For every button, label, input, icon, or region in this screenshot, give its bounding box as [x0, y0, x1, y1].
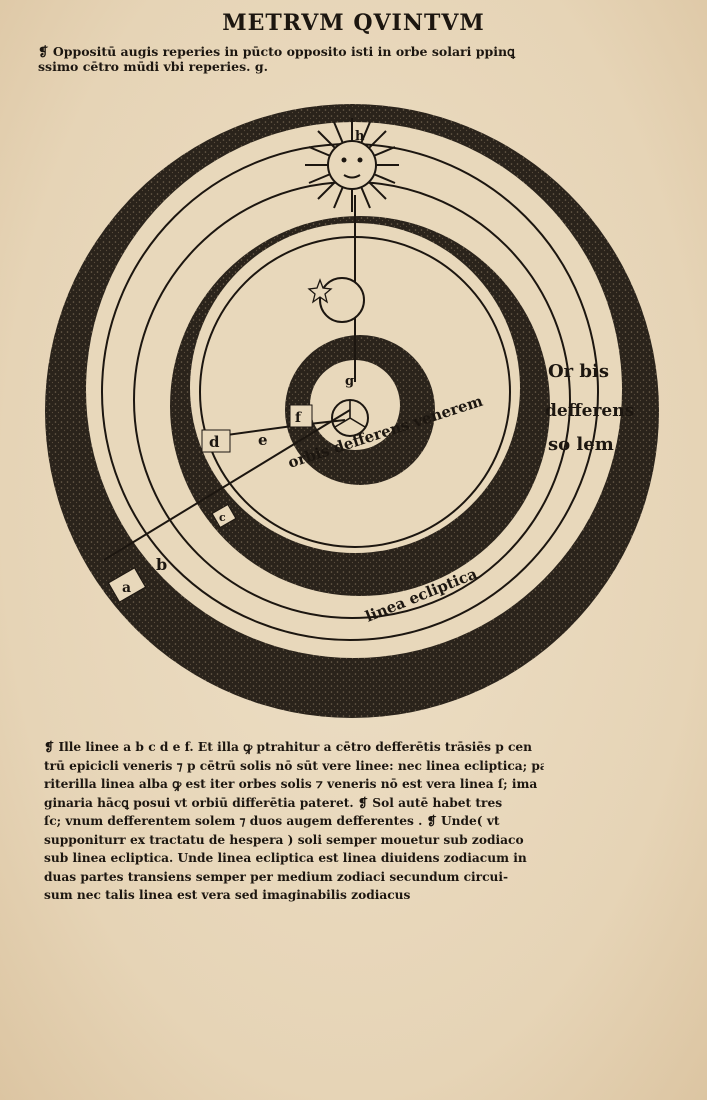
label-g: g — [345, 374, 354, 389]
body-line: trū epicicli veneris ⁊ p cētrū solis nō … — [44, 758, 544, 773]
body-line: duas partes transiens semper per medium … — [44, 869, 509, 884]
label-h: h — [355, 129, 365, 144]
intro-line: ssimo cētro mūdi vbi reperies. g. — [38, 59, 268, 74]
label-b: b — [156, 555, 167, 574]
body-text: ❡ Ille linee a b c d e f. Et illa ꝙ ptra… — [44, 738, 544, 905]
label-a: a — [122, 580, 131, 596]
label-sun-orbit-1: Or bis — [548, 361, 609, 382]
sun-icon — [305, 118, 399, 212]
earth-icon — [331, 399, 369, 437]
body-line: sum nec talis linea est vera sed imagina… — [44, 888, 411, 902]
intro-text: ❡ Oppositū augis reperies in pūcto oppos… — [38, 44, 538, 74]
label-f: f — [295, 410, 302, 426]
page-title: METRVM QVINTVM — [222, 10, 485, 36]
label-d: d — [209, 433, 220, 451]
label-sun-orbit-2: defferens — [545, 401, 634, 421]
body-line: supponiturr ex tractatu de hespera ) sol… — [44, 832, 524, 847]
venus-star-icon — [307, 278, 333, 304]
body-line: sub linea ecliptica. Unde linea ecliptic… — [44, 851, 527, 865]
body-line: ginaria hācꝗ posui vt orbiū differētia p… — [44, 795, 503, 810]
body-line: ſc; vnum defferentem solem ⁊ duos augem … — [44, 814, 500, 828]
label-c: c — [219, 511, 226, 524]
intro-line: ❡ Oppositū augis reperies in pūcto oppos… — [38, 44, 515, 59]
label-e: e — [258, 431, 268, 449]
body-line: ❡ Ille linee a b c d e f. Et illa ꝙ ptra… — [44, 740, 533, 754]
body-line: riterilla linea alba ꝙ est iter orbes so… — [44, 777, 538, 791]
label-sun-orbit-3: so lem — [548, 434, 614, 455]
